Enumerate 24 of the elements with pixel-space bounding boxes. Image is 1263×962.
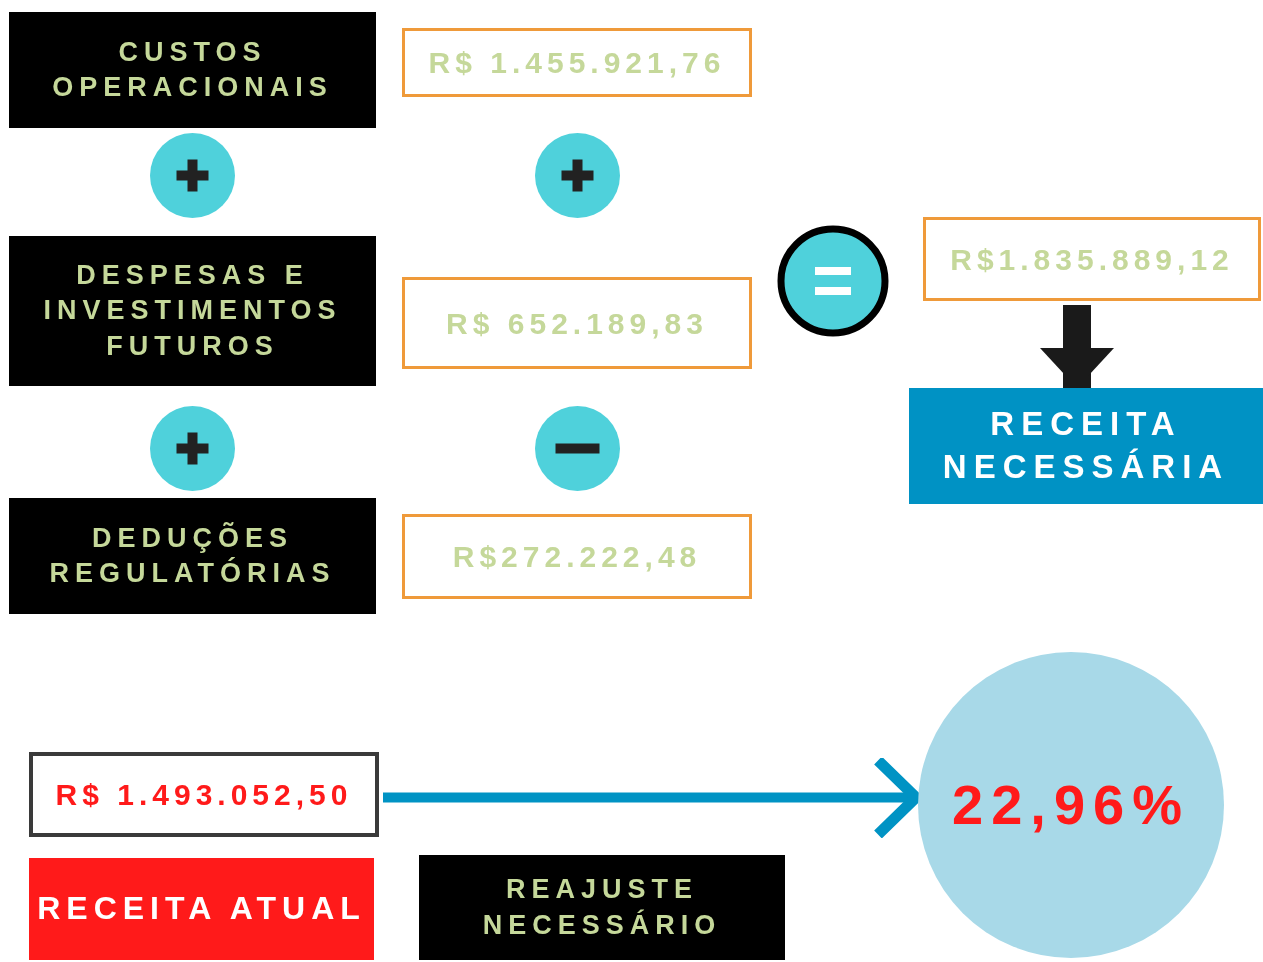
label-text: DEDUÇÕES REGULATÓRIAS — [48, 521, 337, 590]
value-text: R$ 652.189,83 — [445, 305, 709, 342]
arrow — [1040, 305, 1114, 388]
value-text: R$ 1.455.921,76 — [427, 45, 727, 81]
value-box — [402, 514, 752, 599]
label-box — [9, 12, 376, 128]
label-box — [909, 388, 1263, 504]
value-text: R$ 1.493.052,50 — [54, 777, 354, 813]
value-box — [29, 752, 379, 837]
value-text: R$1.835.889,12 — [949, 241, 1235, 278]
value-box — [402, 28, 752, 97]
label-text: REAJUSTE NECESSÁRIO — [481, 873, 723, 942]
label-text: RECEITA ATUAL — [36, 889, 367, 929]
value-text: R$272.222,48 — [451, 539, 703, 575]
value-box — [402, 277, 752, 369]
label-text: CUSTOS OPERACIONAIS — [51, 35, 334, 104]
label-box — [419, 855, 785, 960]
value-box — [923, 217, 1261, 301]
label-box — [9, 498, 376, 614]
label-box — [9, 236, 376, 386]
label-text: RECEITA NECESSÁRIA — [941, 404, 1231, 487]
label-box — [29, 858, 374, 960]
label-text: DESPESAS E INVESTIMENTOS FUTUROS — [42, 259, 343, 363]
value-text: 22,96% — [951, 771, 1191, 838]
